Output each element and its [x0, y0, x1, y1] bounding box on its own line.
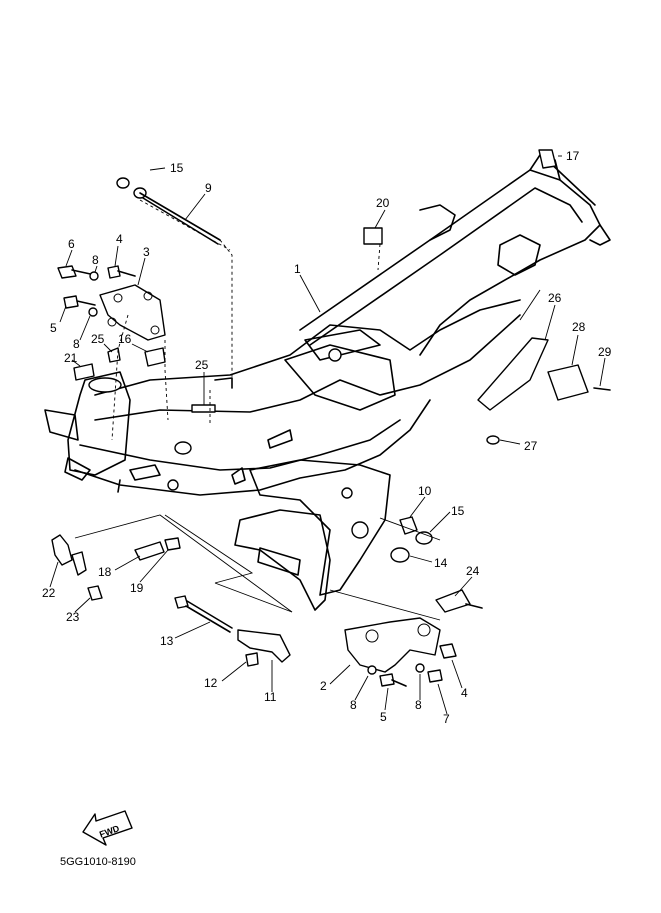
callout-11: 11: [264, 690, 277, 704]
callout-6: 6: [68, 237, 75, 251]
callout-16: 16: [118, 332, 132, 346]
leader-lines: [49, 155, 606, 715]
callout-8-bottom-left: 8: [350, 698, 357, 712]
callout-28: 28: [572, 320, 586, 334]
callout-12: 12: [204, 676, 218, 690]
callout-labels: 15 9 20 17 1 6 4 3 8 5 8 25 16 21 25 26 …: [42, 149, 612, 726]
main-frame: [44, 154, 611, 611]
callout-25-mid: 25: [195, 358, 209, 372]
callout-4-bottom: 4: [461, 686, 468, 700]
callout-23: 23: [66, 610, 80, 624]
callout-29: 29: [598, 345, 612, 359]
callout-2: 2: [320, 679, 327, 693]
callout-22: 22: [42, 586, 56, 600]
callout-19: 19: [130, 581, 144, 595]
callout-8-top: 8: [92, 253, 99, 267]
callout-4-top: 4: [116, 232, 123, 246]
callout-27: 27: [524, 439, 538, 453]
callout-5-bottom: 5: [380, 710, 387, 724]
callout-20: 20: [376, 196, 390, 210]
forward-direction-arrow: FWD: [82, 810, 133, 846]
bolts-nuts: [51, 149, 611, 687]
callout-8-mid: 8: [73, 337, 80, 351]
callout-14: 14: [434, 556, 448, 570]
connection-lines: [74, 199, 541, 621]
callout-5-top: 5: [50, 321, 57, 335]
callout-21: 21: [64, 351, 78, 365]
callout-13: 13: [160, 634, 174, 648]
callout-1: 1: [294, 262, 301, 276]
callout-10: 10: [418, 484, 432, 498]
callout-15-top: 15: [170, 161, 184, 175]
callout-26: 26: [548, 291, 562, 305]
callout-3: 3: [143, 245, 150, 259]
callout-25-left: 25: [91, 332, 105, 346]
callout-17: 17: [566, 149, 580, 163]
callout-24: 24: [466, 564, 480, 578]
callout-8-bottom-right: 8: [415, 698, 422, 712]
callout-7: 7: [443, 712, 450, 726]
callout-15-right: 15: [451, 504, 465, 518]
callout-9: 9: [205, 181, 212, 195]
callout-18: 18: [98, 565, 112, 579]
diagram-reference-code: 5GG1010-8190: [60, 856, 136, 868]
